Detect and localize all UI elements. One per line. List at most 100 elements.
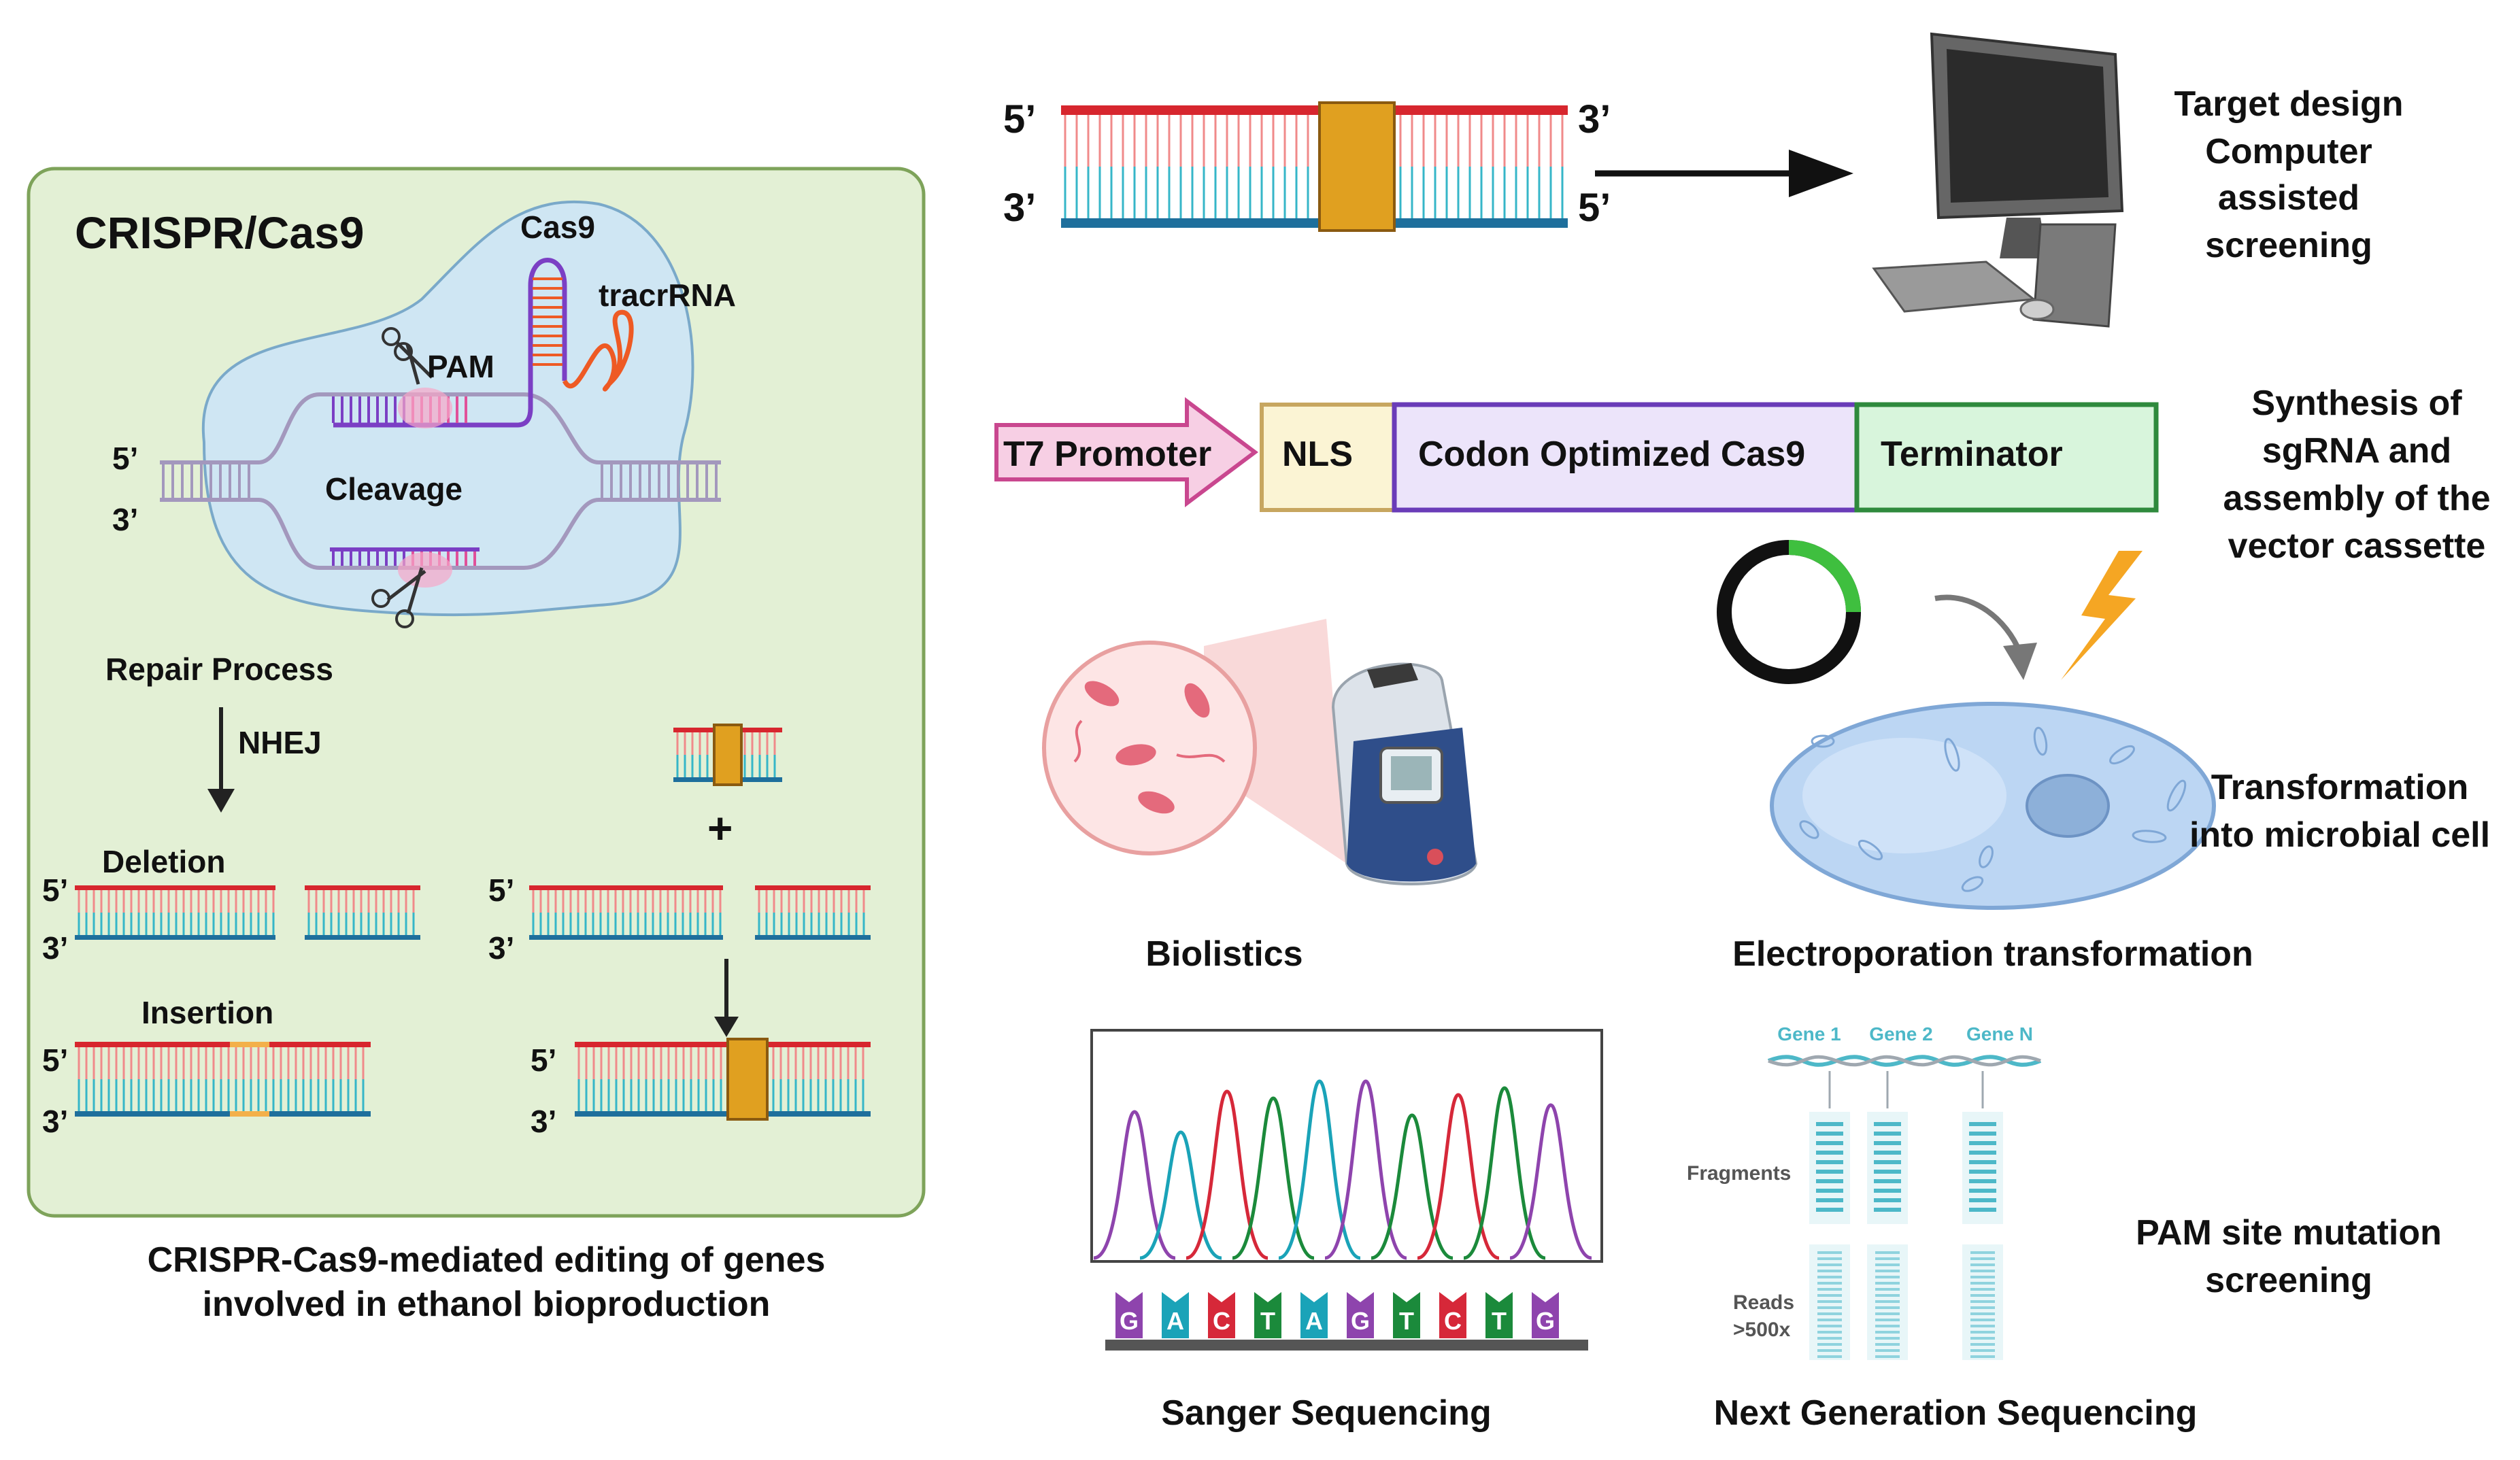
svg-text:G: G [1536, 1307, 1555, 1335]
prime-end-label: 5’ [42, 1042, 68, 1078]
pam-screening-label: PAM site mutation screening [2136, 1213, 2442, 1300]
base-call-tag: C [1439, 1292, 1466, 1338]
prime-end-label: 3’ [42, 930, 68, 966]
base-call-tag: T [1393, 1292, 1420, 1338]
design-3prime-left: 3’ [1003, 186, 1036, 230]
nhej-label: NHEJ [238, 725, 322, 760]
insert-fragment-bottom [230, 1111, 269, 1117]
prime-end-label: 3’ [42, 1104, 68, 1139]
pam-site-highlight [398, 388, 452, 428]
ngs-gene1-label: Gene 1 [1777, 1023, 1841, 1045]
fragment-column [1962, 1112, 2003, 1224]
sanger-label: Sanger Sequencing [1161, 1393, 1491, 1433]
chromatogram-peak [1278, 1079, 1361, 1260]
biolistics-illustration [1042, 619, 1478, 885]
crispr-3prime-label: 3’ [112, 502, 138, 537]
ngs-label: Next Generation Sequencing [1714, 1393, 2198, 1433]
base-call-tag: T [1254, 1292, 1281, 1338]
svg-text:Computer: Computer [2205, 132, 2372, 171]
svg-text:Target design: Target design [2174, 84, 2403, 124]
ngs-gene2-label: Gene 2 [1869, 1023, 1932, 1045]
svg-text:assisted: assisted [2218, 178, 2359, 218]
svg-text:screening: screening [2205, 1261, 2372, 1300]
base-call-tag: A [1300, 1292, 1328, 1338]
computer-icon [1872, 32, 2124, 328]
tracrrna-strand [562, 309, 634, 392]
nls-block [1260, 403, 1396, 512]
ngs-reads-label: Reads [1733, 1291, 1794, 1314]
base-call-tag: T [1485, 1292, 1513, 1338]
chromatogram-peak [1509, 1103, 1592, 1260]
svg-text:C: C [1213, 1307, 1230, 1335]
chromatogram-frame [1090, 1029, 1603, 1263]
lightning-icon [2061, 551, 2143, 680]
transfer-arrow [1934, 594, 2023, 654]
cassette-label: Synthesis of sgRNA and assembly of the v… [2223, 384, 2490, 566]
chromatogram-peak [1232, 1096, 1315, 1260]
svg-text:vector cassette: vector cassette [2228, 526, 2486, 566]
biolistics-label: Biolistics [1145, 934, 1303, 974]
hdr-result-duplex [575, 1038, 871, 1121]
svg-text:Transformation: Transformation [2211, 768, 2469, 807]
cas9-block-label: Codon Optimized Cas9 [1418, 435, 1805, 474]
design-5prime: 5’ [1003, 97, 1036, 141]
base-call-tag: G [1532, 1292, 1559, 1338]
chromatogram-peak [1186, 1089, 1269, 1260]
prime-end-label: 5’ [488, 872, 514, 908]
svg-text:sgRNA and: sgRNA and [2262, 431, 2451, 471]
svg-text:G: G [1120, 1307, 1139, 1335]
tracrrna-label: tracrRNA [599, 277, 736, 313]
cas9-label: Cas9 [520, 209, 595, 245]
scissors-icon-bottom [371, 567, 426, 628]
ngs-genen-label: Gene N [1966, 1023, 2033, 1045]
crispr-caption-line1: CRISPR-Cas9-mediated editing of genes [148, 1240, 826, 1280]
svg-text:T: T [1492, 1307, 1507, 1335]
chromatogram-peak [1324, 1079, 1407, 1260]
plasmid-icon [1717, 540, 1861, 684]
crispr-caption-line2: involved in ethanol bioproduction [203, 1285, 771, 1324]
ngs-reads-depth-label: >500x [1733, 1319, 1791, 1341]
insert-fragment [726, 1038, 769, 1121]
svg-text:into microbial cell: into microbial cell [2189, 815, 2490, 855]
chromatogram-peak [1371, 1113, 1454, 1260]
terminator-block [1854, 402, 2159, 513]
cleavage-label: Cleavage [325, 471, 463, 507]
pam-label: PAM [427, 349, 494, 384]
design-3prime-right: 3’ [1578, 97, 1611, 141]
crispr-5prime-label: 5’ [112, 441, 138, 476]
base-call-tag: G [1115, 1292, 1143, 1338]
design-5prime-right: 5’ [1578, 186, 1611, 230]
donor-template [673, 724, 782, 786]
pam-site-highlight-bottom [398, 552, 452, 588]
fragment-column [1809, 1112, 1850, 1224]
deletion-left-fragment [75, 885, 275, 940]
repair-process-label: Repair Process [105, 651, 333, 687]
svg-text:Synthesis of: Synthesis of [2251, 384, 2462, 423]
crispr-title: CRISPR/Cas9 [75, 207, 365, 258]
svg-text:A: A [1166, 1307, 1184, 1335]
electroporation-label: Electroporation transformation [1732, 934, 2253, 974]
t7-promoter-arrow [994, 397, 1258, 507]
terminator-label: Terminator [1881, 435, 2063, 474]
fragment-column [1867, 1112, 1908, 1224]
base-call-tag: C [1208, 1292, 1235, 1338]
deletion-right-fragment [305, 885, 420, 940]
svg-text:screening: screening [2205, 226, 2372, 265]
insert-fragment [713, 724, 743, 786]
base-call-tag: A [1162, 1292, 1189, 1338]
chromatogram-peak [1093, 1110, 1176, 1260]
bacteria-icon [1073, 681, 1226, 814]
insertion-duplex [75, 1042, 371, 1117]
nls-label: NLS [1282, 435, 1353, 474]
hdr-right-fragment [755, 885, 871, 940]
target-design-label: Target design Computer assisted screenin… [2174, 84, 2403, 265]
insert-fragment [1318, 101, 1396, 232]
svg-text:T: T [1260, 1307, 1275, 1335]
chromatogram-peak [1463, 1086, 1546, 1260]
prime-end-label: 5’ [531, 1042, 556, 1078]
scissors-icon [382, 327, 433, 385]
deletion-label: Deletion [102, 844, 225, 879]
microbial-cell-icon [1770, 702, 2216, 910]
svg-text:A: A [1305, 1307, 1323, 1335]
